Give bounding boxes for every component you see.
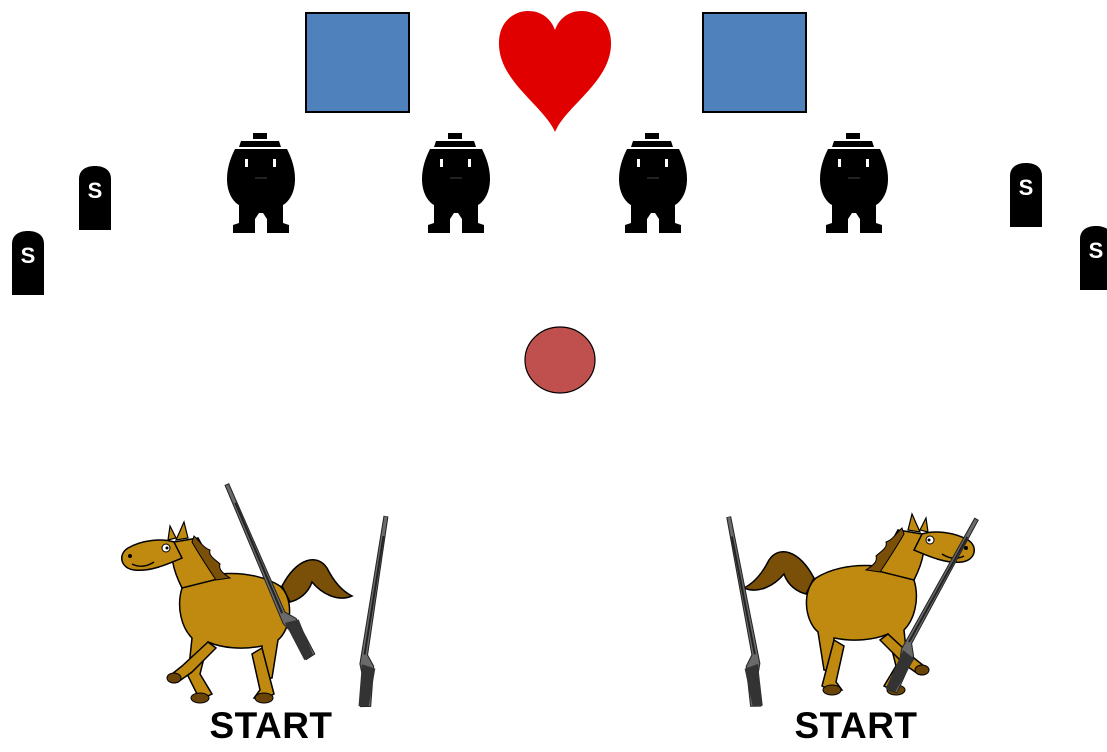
tombstone-icon: S <box>1078 225 1107 290</box>
tombstone-letter: S <box>1019 175 1034 200</box>
start-button-right[interactable]: START <box>756 705 956 747</box>
bandit-silhouette-icon[interactable] <box>818 128 890 238</box>
target-square-left <box>305 12 410 113</box>
tombstone-letter: S <box>21 243 36 268</box>
tombstone-icon: S <box>10 230 46 295</box>
tombstone-icon: S <box>1008 162 1044 227</box>
ball-icon <box>523 325 597 395</box>
tombstone-letter: S <box>1089 238 1104 263</box>
heart-icon <box>496 10 614 132</box>
tombstone-icon: S <box>77 165 113 230</box>
tombstone-letter: S <box>88 178 103 203</box>
bandit-silhouette-icon[interactable] <box>420 128 492 238</box>
bandit-silhouette-icon[interactable] <box>225 128 297 238</box>
bandit-silhouette-icon[interactable] <box>617 128 689 238</box>
start-button-left[interactable]: START <box>171 705 371 747</box>
target-square-right <box>702 12 807 113</box>
